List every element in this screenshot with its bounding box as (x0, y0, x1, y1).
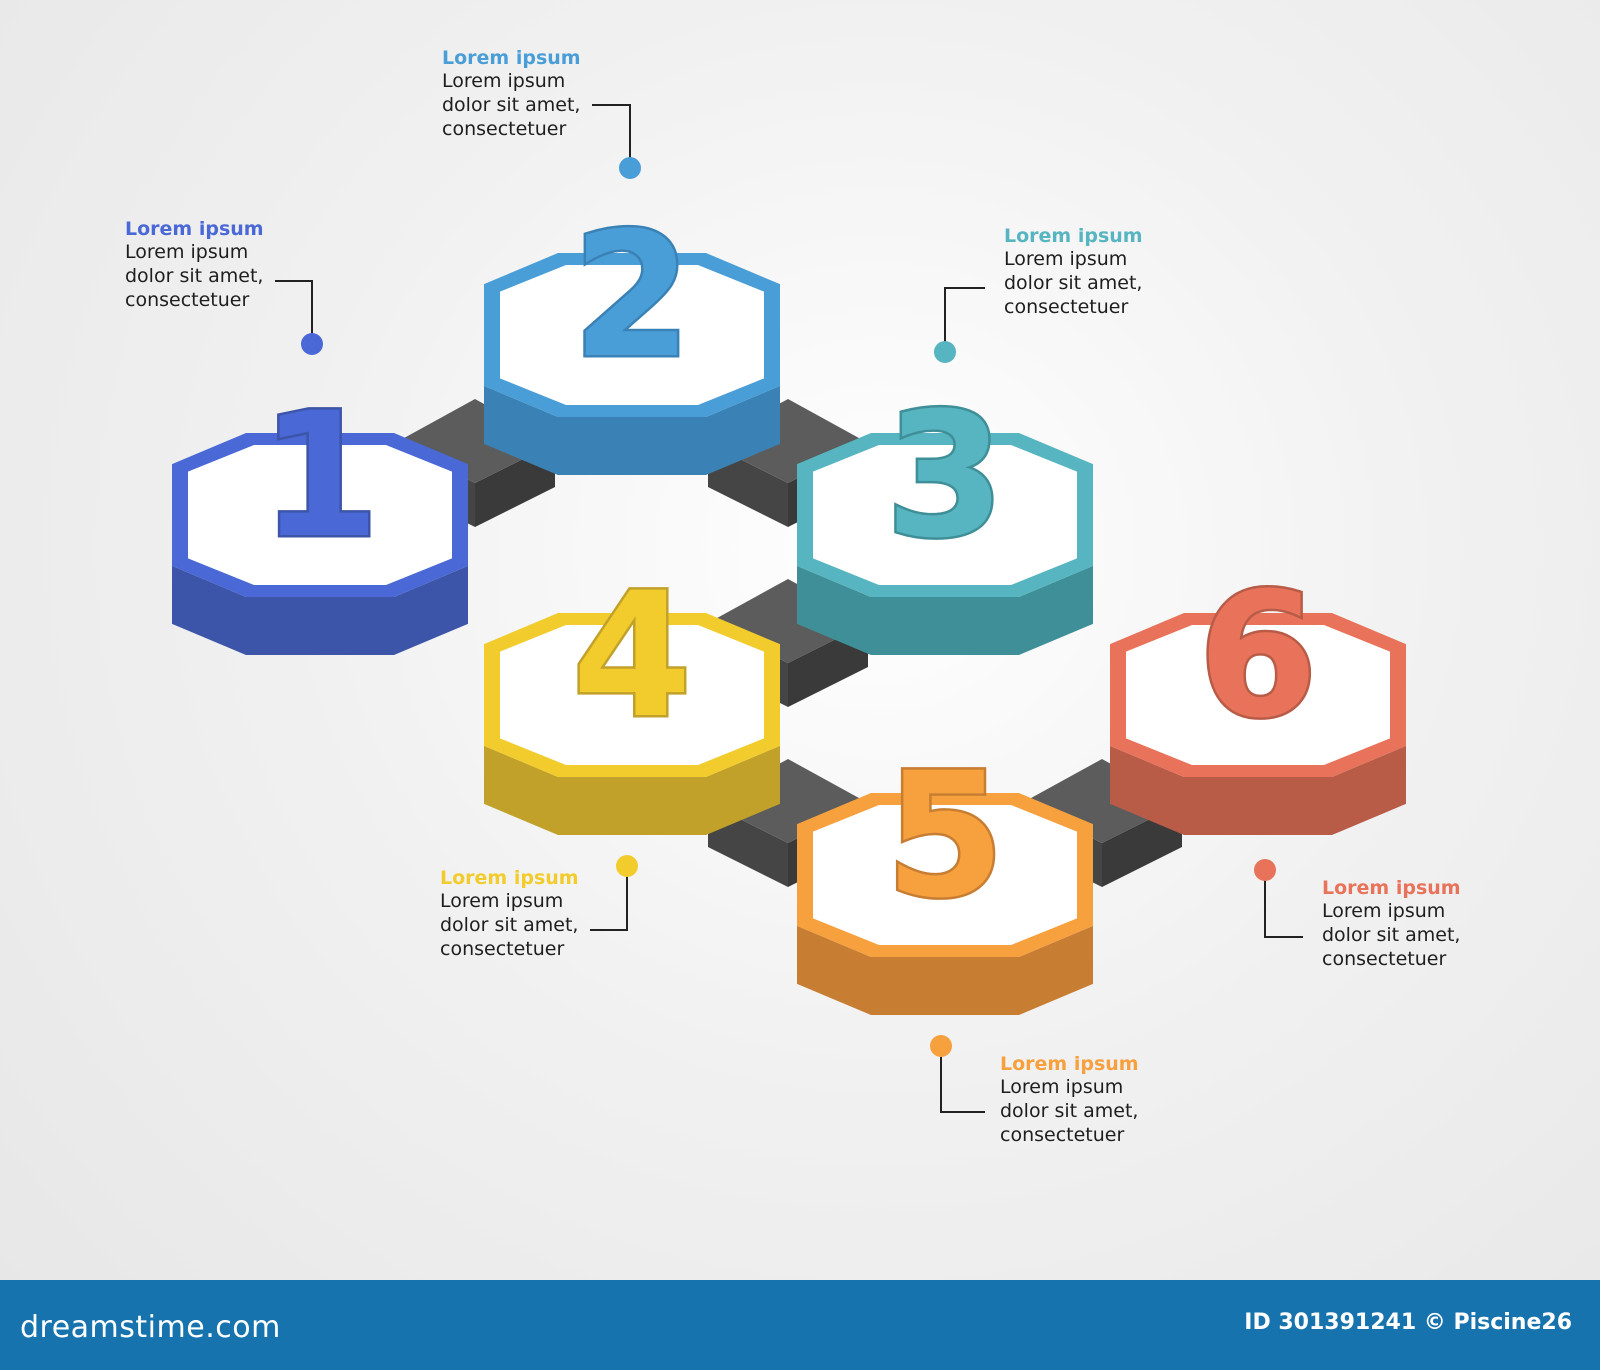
image-id-credit: ID 301391241 © Piscine26 (1244, 1310, 1572, 1335)
step-5-title: Lorem ipsum (1000, 1053, 1139, 1075)
step-1-number: 1 (260, 375, 380, 576)
step-2-title: Lorem ipsum (442, 47, 581, 69)
step-4-octagon: 4 (484, 553, 780, 835)
step-6-line-1: Lorem ipsum (1322, 900, 1446, 922)
step-2-number: 2 (572, 195, 692, 396)
step-5-leader (930, 1035, 985, 1113)
step-6-title: Lorem ipsum (1322, 877, 1461, 899)
step-5-label: Lorem ipsum Lorem ipsum dolor sit amet, … (1000, 1053, 1260, 1147)
step-2-octagon: 2 (484, 193, 780, 475)
step-3-label: Lorem ipsum Lorem ipsum dolor sit amet, … (1004, 225, 1264, 319)
leader-lines-layer (275, 104, 1303, 1113)
step-2-line-1: Lorem ipsum (442, 70, 566, 92)
step-4-number: 4 (572, 555, 692, 756)
step-5-line-3: consectetuer (1000, 1124, 1125, 1146)
step-4-leader (590, 855, 638, 931)
step-4-line-1: Lorem ipsum (440, 890, 564, 912)
step-6-label: Lorem ipsum Lorem ipsum dolor sit amet, … (1322, 877, 1582, 971)
step-3-line-3: consectetuer (1004, 296, 1129, 318)
brand-logo-text: dreamstime.com (20, 1310, 281, 1345)
step-1-leader (275, 280, 323, 355)
footer-bar: dreamstime.com ID 301391241 © Piscine26 (0, 1280, 1600, 1370)
step-6-number: 6 (1198, 555, 1318, 756)
step-5-octagon: 5 (797, 733, 1093, 1015)
step-5-number: 5 (885, 735, 1005, 936)
step-2-leader (592, 104, 641, 179)
step-4-title: Lorem ipsum (440, 867, 579, 889)
step-6-line-2: dolor sit amet, (1322, 924, 1461, 946)
step-6-octagon: 6 (1110, 553, 1406, 835)
step-4-line-3: consectetuer (440, 938, 565, 960)
step-6-leader (1254, 859, 1303, 938)
step-2-line-3: consectetuer (442, 118, 567, 140)
step-5-line-1: Lorem ipsum (1000, 1076, 1124, 1098)
step-1-label: Lorem ipsum Lorem ipsum dolor sit amet, … (125, 218, 385, 312)
step-1-line-3: consectetuer (125, 289, 250, 311)
step-3-leader (934, 287, 985, 363)
step-3-octagon: 3 (797, 373, 1093, 655)
step-1-octagon: 1 (172, 373, 468, 655)
step-4-line-2: dolor sit amet, (440, 914, 579, 936)
step-5-line-2: dolor sit amet, (1000, 1100, 1139, 1122)
step-2-line-2: dolor sit amet, (442, 94, 581, 116)
step-3-line-2: dolor sit amet, (1004, 272, 1143, 294)
step-1-line-1: Lorem ipsum (125, 241, 249, 263)
step-3-title: Lorem ipsum (1004, 225, 1143, 247)
step-4-label: Lorem ipsum Lorem ipsum dolor sit amet, … (440, 867, 700, 961)
step-1-line-2: dolor sit amet, (125, 265, 264, 287)
step-6-line-3: consectetuer (1322, 948, 1447, 970)
step-3-number: 3 (885, 375, 1005, 576)
step-1-title: Lorem ipsum (125, 218, 264, 240)
step-2-label: Lorem ipsum Lorem ipsum dolor sit amet, … (442, 47, 702, 141)
step-3-line-1: Lorem ipsum (1004, 248, 1128, 270)
